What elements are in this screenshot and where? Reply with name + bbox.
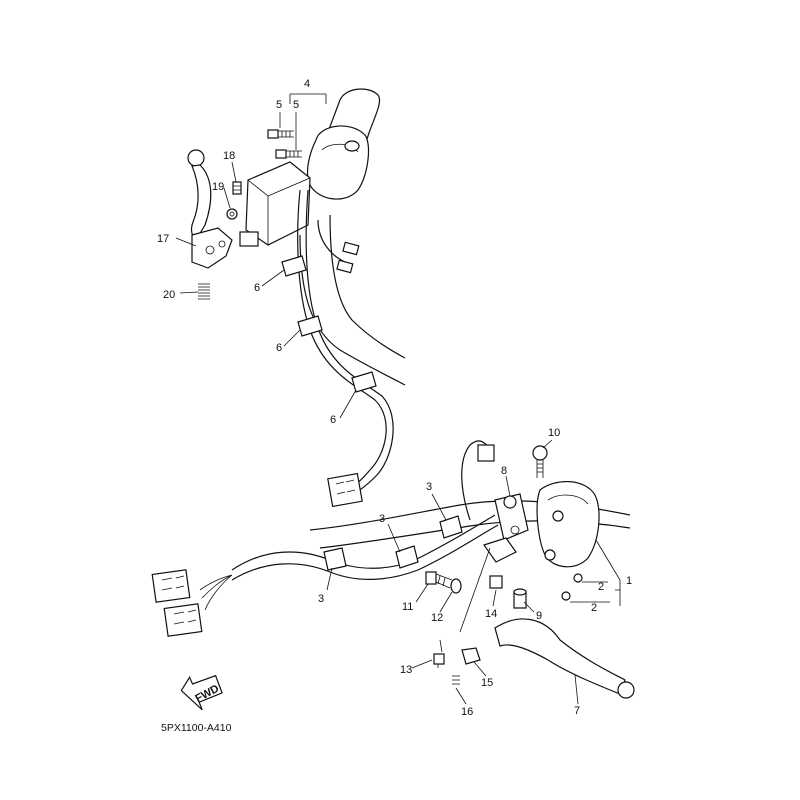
clamp-3-b <box>395 545 419 569</box>
label-2-upper: 2 <box>598 581 604 593</box>
label-8: 8 <box>501 465 507 477</box>
part-14-nut <box>489 575 503 589</box>
right-switch-assembly <box>536 480 600 568</box>
label-10: 10 <box>548 427 560 439</box>
label-6-low: 6 <box>330 414 336 426</box>
screw-5-lower <box>275 149 302 159</box>
label-16: 16 <box>461 706 473 718</box>
diagram-code: 5PX1100-A410 <box>161 722 232 734</box>
part-labels: 4 5 5 18 19 17 20 6 6 6 10 8 3 3 3 1 2 2… <box>157 78 632 718</box>
clamp-6-mid <box>297 315 323 337</box>
left-switch-assembly <box>239 88 381 274</box>
label-13: 13 <box>400 664 412 676</box>
label-15: 15 <box>481 677 493 689</box>
label-4: 4 <box>304 78 310 90</box>
part-11-bolt <box>425 571 453 589</box>
upper-wire-harness <box>297 189 394 508</box>
label-2-lower: 2 <box>591 602 597 614</box>
label-6-top: 6 <box>254 282 260 294</box>
label-5-upper: 5 <box>276 99 282 111</box>
fwd-arrow: FWD <box>180 674 223 711</box>
part-20-spring <box>198 283 210 300</box>
screw-5-upper <box>267 129 294 139</box>
screw-2-upper <box>573 573 583 583</box>
clamp-3-a <box>323 547 347 571</box>
lever-bracket-8 <box>483 493 529 563</box>
clamp-6-low <box>351 371 377 393</box>
label-20: 20 <box>163 289 175 301</box>
label-7: 7 <box>574 705 580 717</box>
left-lever <box>187 149 233 269</box>
label-11: 11 <box>402 601 413 613</box>
label-9: 9 <box>536 610 542 622</box>
part-13-bolt <box>433 653 445 668</box>
part-16-screw <box>452 675 460 685</box>
screw-2-lower <box>561 591 571 601</box>
label-6-mid: 6 <box>276 342 282 354</box>
part-12-washer <box>450 578 462 594</box>
clamp-6-top <box>281 255 307 277</box>
label-18: 18 <box>223 150 235 162</box>
label-12: 12 <box>431 612 443 624</box>
label-14: 14 <box>485 608 497 620</box>
label-19: 19 <box>212 181 224 193</box>
label-1: 1 <box>626 575 632 587</box>
leader-lines <box>175 93 621 705</box>
part-10-bolt <box>532 445 548 478</box>
part-19-nut <box>226 208 238 220</box>
lower-wire-harness <box>151 440 499 637</box>
label-3-b: 3 <box>379 513 385 525</box>
clamp-3-c <box>439 515 463 539</box>
right-lever <box>494 618 635 699</box>
label-5-lower: 5 <box>293 99 299 111</box>
label-3-a: 3 <box>318 593 324 605</box>
part-15-switch <box>461 647 481 665</box>
label-17: 17 <box>157 233 169 245</box>
label-3-c: 3 <box>426 481 432 493</box>
part-18-bolt <box>232 181 242 195</box>
part-9-bushing <box>513 588 527 609</box>
